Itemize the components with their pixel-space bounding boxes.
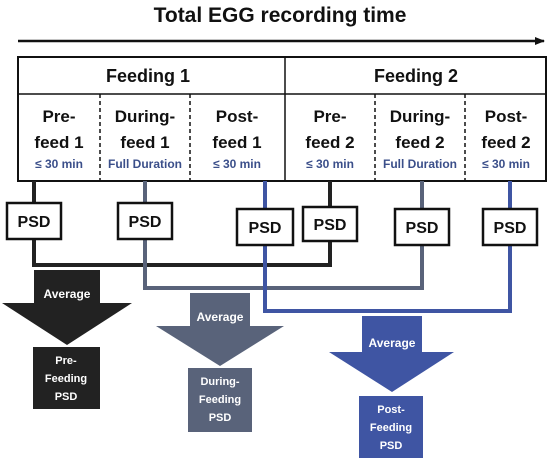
psd-box [301, 205, 359, 243]
psd-box-pre-feed-2: PSD [301, 205, 359, 243]
phase-label: Pre- [313, 107, 346, 126]
output-label: PSD [209, 412, 232, 424]
output-box [359, 396, 423, 458]
average-arrow-post: Average [329, 316, 454, 392]
average-arrow-shape [156, 293, 284, 366]
psd-box-pre-feed-1: PSD [5, 201, 63, 241]
phase-duration: ≤ 30 min [35, 157, 83, 171]
psd-box-during-feed-2: PSD [393, 207, 451, 247]
phase-label: Post- [485, 107, 528, 126]
psd-box-during-feed-1: PSD [116, 201, 174, 241]
phase-cell-during-feed-1: During- feed 1 Full Duration [108, 107, 182, 171]
output-label: Feeding [370, 422, 412, 434]
phase-label: feed 1 [34, 133, 83, 152]
output-label: PSD [380, 440, 403, 452]
average-arrow-shape [2, 270, 132, 345]
phase-label: During- [115, 107, 175, 126]
phase-duration: Full Duration [383, 157, 457, 171]
output-box [33, 347, 100, 409]
phase-label: feed 2 [481, 133, 530, 152]
connector-line [143, 239, 424, 290]
psd-box-post-feed-1: PSD [235, 207, 295, 247]
feeding-2-header: Feeding 2 [374, 66, 458, 86]
output-label: During- [200, 376, 239, 388]
output-label: Feeding [45, 373, 87, 385]
psd-box-post-feed-2: PSD [481, 207, 539, 247]
average-arrow-shape [329, 316, 454, 392]
phase-duration: Full Duration [108, 157, 182, 171]
average-label: Average [369, 336, 416, 350]
phase-duration: ≤ 30 min [482, 157, 530, 171]
output-label: Pre- [55, 355, 77, 367]
psd-label: PSD [129, 214, 162, 231]
post-feed-connectors [263, 181, 512, 313]
phase-label: feed 2 [395, 133, 444, 152]
output-box [188, 368, 252, 432]
psd-label: PSD [314, 217, 347, 234]
connector-line [32, 239, 332, 267]
psd-box [393, 207, 451, 247]
output-box-pre-feeding-psd: Pre- Feeding PSD [33, 347, 100, 409]
diagram-title: Total EGG recording time [154, 4, 407, 27]
feeding-1-header: Feeding 1 [106, 66, 190, 86]
psd-box [481, 207, 539, 247]
phase-cell-post-feed-2: Post- feed 2 ≤ 30 min [481, 107, 530, 171]
average-label: Average [44, 287, 91, 301]
psd-label: PSD [249, 220, 282, 237]
output-box-during-feeding-psd: During- Feeding PSD [188, 368, 252, 432]
phase-duration: ≤ 30 min [213, 157, 261, 171]
phase-label: Pre- [42, 107, 75, 126]
phase-cell-pre-feed-2: Pre- feed 2 ≤ 30 min [305, 107, 354, 171]
phase-cell-pre-feed-1: Pre- feed 1 ≤ 30 min [34, 107, 83, 171]
phase-cell-post-feed-1: Post- feed 1 ≤ 30 min [212, 107, 261, 171]
phase-cell-during-feed-2: During- feed 2 Full Duration [383, 107, 457, 171]
during-feed-connectors [143, 181, 424, 290]
psd-label: PSD [494, 220, 527, 237]
output-label: Feeding [199, 394, 241, 406]
average-arrow-during: Average [156, 293, 284, 366]
output-box-post-feeding-psd: Post- Feeding PSD [359, 396, 423, 458]
phase-label: feed 1 [120, 133, 169, 152]
phase-table [17, 56, 547, 182]
average-label: Average [197, 310, 244, 324]
connector-line [263, 245, 512, 313]
average-arrow-pre: Average [2, 270, 132, 345]
psd-label: PSD [18, 214, 51, 231]
pre-feed-connectors [32, 181, 332, 267]
output-label: Post- [377, 404, 405, 416]
psd-box [116, 201, 174, 241]
psd-label: PSD [406, 220, 439, 237]
psd-box [235, 207, 295, 247]
phase-label: feed 1 [212, 133, 261, 152]
phase-label: During- [390, 107, 450, 126]
psd-box [5, 201, 63, 241]
output-label: PSD [55, 391, 78, 403]
phase-label: Post- [216, 107, 259, 126]
phase-label: feed 2 [305, 133, 354, 152]
phase-duration: ≤ 30 min [306, 157, 354, 171]
